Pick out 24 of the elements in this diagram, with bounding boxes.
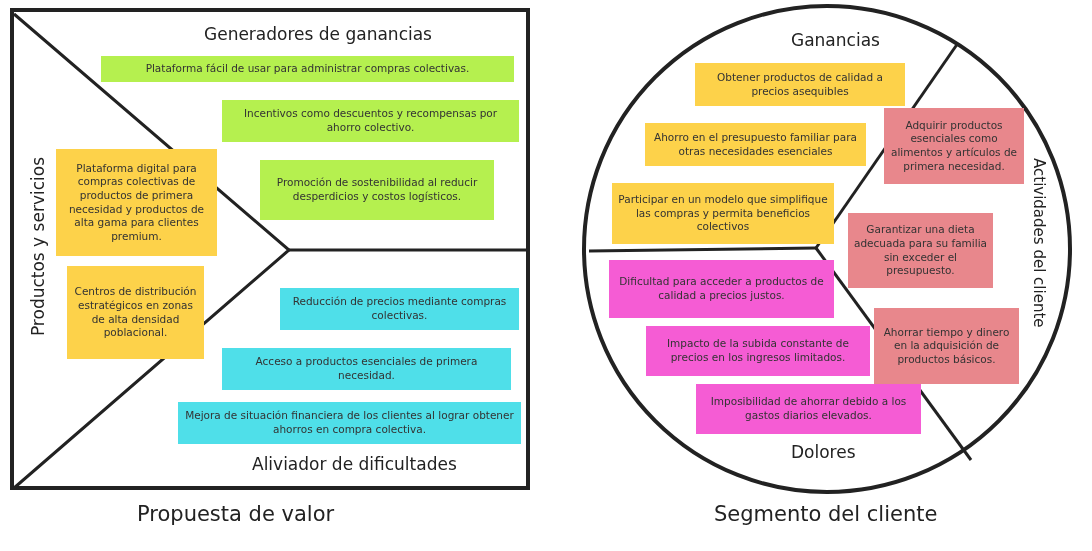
sticky-note: Adquirir productos esenciales como alimentos y artículos de primera necesidad. bbox=[884, 108, 1024, 184]
sticky-note: Ahorrar tiempo y dinero en la adquisición de productos básicos. bbox=[874, 308, 1019, 384]
section-heading: Productos y servicios bbox=[28, 157, 48, 337]
canvas-title: Segmento del cliente bbox=[714, 502, 938, 526]
section-heading: Actividades del cliente bbox=[1030, 158, 1048, 328]
sticky-note: Participar en un modelo que simplifique las compras y permita beneficios colectivos bbox=[612, 183, 834, 244]
sticky-note: Centros de distribución estratégicos en zonas de alta densidad poblacional. bbox=[67, 266, 204, 359]
section-heading: Dolores bbox=[791, 442, 856, 462]
sticky-note: Imposibilidad de ahorrar debido a los gastos diarios elevados. bbox=[696, 384, 921, 434]
sticky-note: Mejora de situación financiera de los clientes al lograr obtener ahorros en compra colectiva. bbox=[178, 402, 521, 444]
sticky-note: Impacto de la subida constante de precios en los ingresos limitados. bbox=[646, 326, 870, 376]
sticky-note: Acceso a productos esenciales de primera necesidad. bbox=[222, 348, 511, 390]
canvas-title: Propuesta de valor bbox=[137, 502, 335, 526]
section-heading: Aliviador de dificultades bbox=[252, 454, 457, 474]
sticky-note: Obtener productos de calidad a precios asequibles bbox=[695, 63, 905, 106]
section-heading: Ganancias bbox=[791, 30, 880, 50]
sticky-note: Garantizar una dieta adecuada para su familia sin exceder el presupuesto. bbox=[848, 213, 993, 288]
sticky-note: Plataforma fácil de usar para administrar compras colectivas. bbox=[101, 56, 514, 82]
sticky-note: Plataforma digital para compras colectivas de productos de primera necesidad y productos de alta gama para clientes premium. bbox=[56, 149, 217, 256]
sticky-note: Dificultad para acceder a productos de calidad a precios justos. bbox=[609, 260, 834, 318]
sticky-note: Incentivos como descuentos y recompensas por ahorro colectivo. bbox=[222, 100, 519, 142]
sticky-note: Reducción de precios mediante compras colectivas. bbox=[280, 288, 519, 330]
sticky-note: Promoción de sostenibilidad al reducir desperdicios y costos logísticos. bbox=[260, 160, 494, 220]
sticky-note: Ahorro en el presupuesto familiar para otras necesidades esenciales bbox=[645, 123, 866, 166]
